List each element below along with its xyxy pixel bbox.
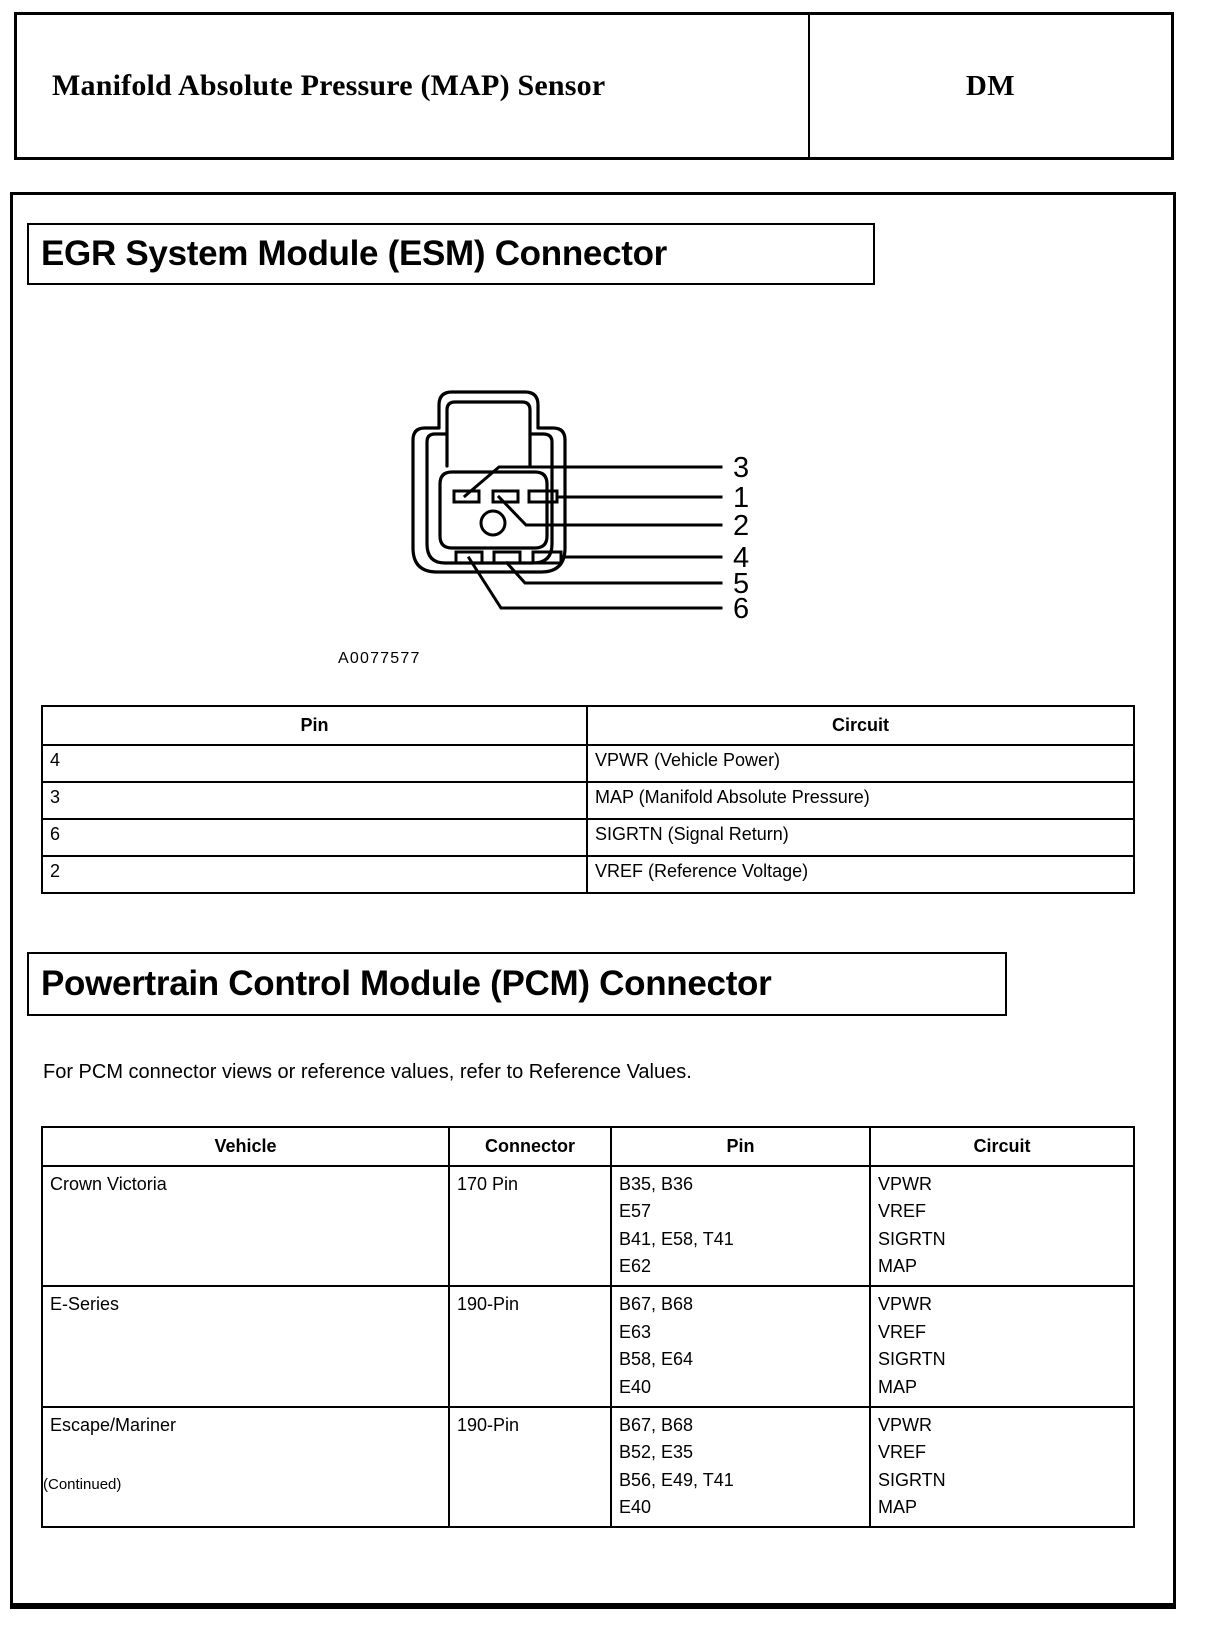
table-header-row: Vehicle Connector Pin Circuit — [41, 1126, 1135, 1167]
esm-section-heading: EGR System Module (ESM) Connector — [27, 223, 875, 285]
figure-id-label: A0077577 — [338, 650, 421, 667]
cell-circuit: VPWR (Vehicle Power) — [586, 744, 1135, 783]
cell-pin: 3 — [41, 781, 588, 820]
page-title: Manifold Absolute Pressure (MAP) Sensor — [52, 68, 606, 102]
cell-pin: 2 — [41, 855, 588, 894]
callout-3: 3 — [733, 452, 749, 484]
section-code: DM — [965, 69, 1016, 102]
pcm-reference-note: For PCM connector views or reference val… — [43, 1061, 692, 1083]
esm-section-heading-label: EGR System Module (ESM) Connector — [41, 234, 667, 273]
callout-1: 1 — [733, 482, 749, 514]
column-header-pin: Pin — [610, 1126, 871, 1167]
cell-connector: 170 Pin — [448, 1164, 612, 1288]
pcm-vehicle-pin-table: Vehicle Connector Pin Circuit Crown Vict… — [41, 1126, 1135, 1529]
cell-vehicle: E-Series — [41, 1285, 450, 1408]
callout-6: 6 — [733, 593, 749, 625]
page-header-code-cell: DM — [810, 15, 1171, 157]
esm-connector-diagram: 3 1 2 4 5 6 — [313, 370, 873, 630]
page-header-title-cell: Manifold Absolute Pressure (MAP) Sensor — [17, 15, 810, 157]
column-header-pin: Pin — [41, 705, 588, 746]
pcm-section-heading: Powertrain Control Module (PCM) Connecto… — [27, 952, 1007, 1016]
callout-5: 5 — [733, 568, 749, 600]
continued-label: (Continued) — [43, 1476, 122, 1493]
column-header-circuit: Circuit — [586, 705, 1135, 746]
esm-connector-drawing: 3 1 2 4 5 6 — [411, 390, 749, 625]
page-header: Manifold Absolute Pressure (MAP) Sensor … — [14, 12, 1174, 160]
cell-circuit: MAP (Manifold Absolute Pressure) — [586, 781, 1135, 820]
cell-vehicle: Escape/Mariner — [41, 1405, 450, 1529]
page-content-frame: EGR System Module (ESM) Connector — [10, 192, 1176, 1606]
column-header-circuit: Circuit — [869, 1126, 1135, 1167]
cell-pin: 6 — [41, 818, 588, 857]
cell-circuit: VREF (Reference Voltage) — [586, 855, 1135, 894]
cell-connector: 190-Pin — [448, 1285, 612, 1408]
pcm-section-heading-label: Powertrain Control Module (PCM) Connecto… — [41, 964, 772, 1003]
cell-connector: 190-Pin — [448, 1405, 612, 1529]
column-header-connector: Connector — [448, 1126, 612, 1167]
callout-4: 4 — [733, 542, 749, 574]
cell-vehicle: Crown Victoria — [41, 1164, 450, 1288]
cell-circuit: SIGRTN (Signal Return) — [586, 818, 1135, 857]
column-header-vehicle: Vehicle — [41, 1126, 450, 1167]
table-header-row: Pin Circuit — [41, 705, 1135, 746]
callout-2: 2 — [733, 510, 749, 542]
cell-pin: 4 — [41, 744, 588, 783]
page-bottom-rule — [10, 1606, 1176, 1609]
